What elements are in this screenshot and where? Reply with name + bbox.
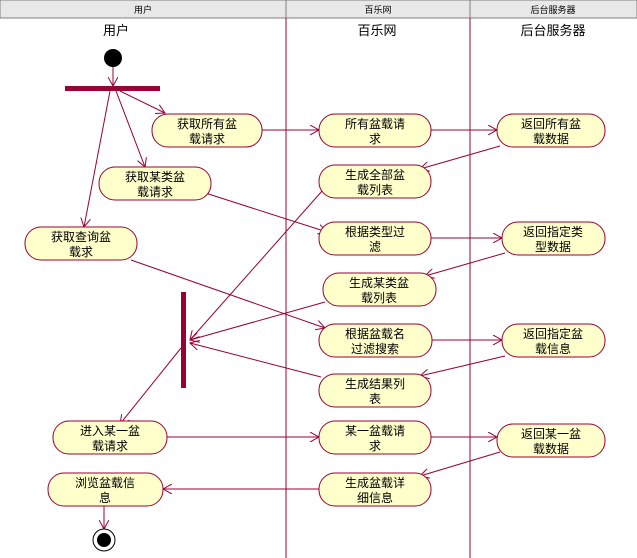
activity-line: 过滤搜索 [351,341,399,356]
activity-line: 载数据 [533,441,569,456]
activity-line: 返回某一盆 [521,427,581,441]
header-row [0,0,637,19]
activity-line: 滤 [369,240,381,254]
activity-line: 根据盆载名 [345,326,405,341]
activity-line: 载求 [69,245,93,259]
lane-title-server: 后台服务器 [520,23,585,39]
activity-return-category: 返回指定类 型数据 [501,221,606,256]
activity-generate-all-list: 生成全部盆 载列表 [318,164,432,199]
edge [420,451,501,476]
activity-line: 息 [99,490,111,505]
activity-line: 浏览盆载信 [75,475,135,490]
edge [190,301,326,340]
activity-all-request: 所有盆载请 求 [318,113,432,148]
activity-line: 获取某类盆 [125,170,185,184]
lane-title-bailewang: 百乐网 [357,24,396,39]
edge [420,145,501,169]
edge [425,252,506,276]
edge [119,90,165,113]
activity-return-one-data: 返回某一盆 载数据 [496,423,606,458]
edge [115,90,145,167]
activity-line: 求 [369,132,381,146]
activity-line: 进入某一盆 [80,424,140,438]
activity-line: 返回指定类 [523,224,583,239]
activity-generate-detail: 生成盆载详 细信息 [318,472,432,507]
fork-bar [65,86,160,91]
activity-get-category-request: 获取某类盆 载请求 [98,166,212,201]
start-node [104,49,122,67]
edge [420,355,506,376]
header-user: 用户 [134,4,152,16]
activity-line: 生成全部盆 [345,167,405,182]
activity-filter-by-category: 根据类型过 滤 [318,221,432,256]
activity-line: 表 [369,392,381,406]
activity-line: 根据类型过 [345,225,405,239]
edge [190,343,322,378]
activity-generate-result-list: 生成结果列 表 [318,373,432,408]
edge [130,259,325,328]
activity-line: 载数据 [533,131,569,146]
edges [84,67,506,529]
header-server: 后台服务器 [530,4,575,16]
activity-line: 型数据 [535,239,571,254]
join-bar [181,292,186,388]
activity-return-one-info: 返回指定盆 载信息 [501,323,606,358]
activity-line: 载请求 [189,132,225,146]
activity-line: 生成盆载详 [345,475,405,490]
activity-line: 返回所有盆 [521,117,581,131]
activity-line: 载列表 [357,183,393,197]
header-bailewang: 百乐网 [364,4,391,16]
activity-line: 返回指定盆 [523,326,583,341]
activity-browse-info: 浏览盆载信 息 [47,472,164,507]
activity-one-request: 某一盆载请 求 [318,420,432,455]
activity-line: 获取查询盆 [51,230,111,244]
end-node-core [97,533,111,547]
activity-line: 获取所有盆 [177,117,237,131]
activity-line: 载请求 [92,439,128,453]
activity-generate-category-list: 生成某类盆 载列表 [322,272,437,307]
edge [84,90,111,227]
edge [120,347,182,424]
activity-line: 生成某类盆 [349,276,409,290]
activity-get-all-request: 获取所有盆 载请求 [151,113,263,148]
activity-line: 载请求 [137,185,173,199]
lane-title-user: 用户 [103,23,129,39]
activity-line: 载列表 [361,291,397,305]
activity-enter-one-request: 进入某一盆 载请求 [52,420,168,455]
activity-get-query-request: 获取查询盆 载求 [24,226,138,261]
edge [195,189,327,232]
activity-line: 生成结果列 [345,377,405,391]
activity-return-all: 返回所有盆 载数据 [496,113,606,148]
activity-line: 求 [369,439,381,453]
activity-line: 所有盆载请 [345,117,405,131]
activity-line: 某一盆载请 [345,424,405,438]
edge [190,181,331,340]
activity-filter-by-name: 根据盆载名 过滤搜索 [318,323,433,358]
activity-line: 细信息 [357,490,393,505]
activity-line: 载信息 [535,341,571,356]
